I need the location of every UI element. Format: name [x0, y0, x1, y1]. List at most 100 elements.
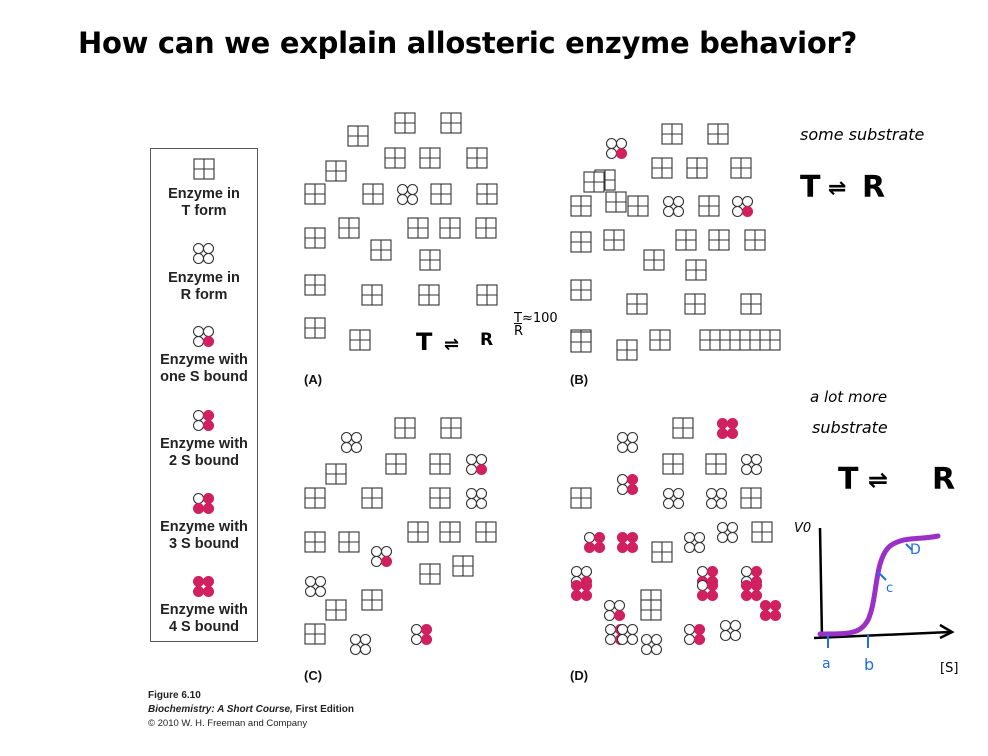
t-form-enzyme — [304, 487, 326, 509]
y-axis-label: V0 — [794, 521, 811, 536]
r-form-enzyme-2-s — [683, 623, 706, 646]
r-form-enzyme-2-s — [604, 623, 627, 646]
t-form-enzyme — [304, 623, 326, 645]
eq-mid-arrow: ⇌ — [444, 334, 460, 355]
x-axis-label: [S] — [940, 661, 958, 676]
legend-label-4: Enzyme with 3 S bound — [160, 519, 248, 552]
r-form-enzyme-0-s — [662, 195, 685, 218]
t-form-enzyme — [476, 183, 498, 205]
panel-letter-d: (D) — [570, 668, 589, 683]
r-form-three-s-icon — [193, 493, 215, 515]
panel-letter-b: (B) — [570, 372, 589, 387]
t-form-enzyme — [570, 195, 592, 217]
r-form-enzyme-0-s — [304, 575, 327, 598]
t-form-enzyme — [439, 521, 461, 543]
t-form-enzyme — [686, 157, 708, 179]
r-form-enzyme-0-s — [349, 633, 372, 656]
t-form-enzyme — [385, 453, 407, 475]
ratio-denominator: R — [514, 324, 524, 339]
legend-r-circles — [193, 326, 215, 348]
t-form-enzyme — [684, 293, 706, 315]
legend-r-circles — [193, 493, 215, 515]
r-form-enzyme-4-s — [716, 417, 739, 440]
t-form-enzyme — [429, 453, 451, 475]
t-form-enzyme — [384, 147, 406, 169]
r-form-enzyme-1-s — [570, 565, 593, 588]
t-form-enzyme — [407, 217, 429, 239]
t-form-enzyme — [672, 417, 694, 439]
r-form-enzyme-0-s — [740, 453, 763, 476]
t-form-enzyme — [583, 171, 605, 193]
r-form-enzyme-1-s — [605, 137, 628, 160]
r-form-enzyme-3-s — [696, 565, 719, 588]
t-form-enzyme — [304, 317, 326, 339]
legend-label-2: Enzyme with one S bound — [160, 352, 248, 385]
t-form-enzyme — [705, 453, 727, 475]
t-form-enzyme — [349, 329, 371, 351]
t-form-enzyme — [407, 521, 429, 543]
x-axis — [813, 630, 951, 640]
r-form-enzyme-4-s — [740, 579, 763, 602]
t-form-enzyme — [594, 169, 616, 191]
r-form-enzyme-4-s — [616, 531, 639, 554]
t-form-enzyme — [759, 329, 781, 351]
t-form-enzyme — [649, 329, 671, 351]
r-form-four-s-icon — [193, 576, 215, 598]
t-form-enzyme — [661, 123, 683, 145]
t-form-enzyme — [440, 112, 462, 134]
t-form-enzyme — [740, 293, 762, 315]
t-form-enzyme — [627, 195, 649, 217]
t-form-enzyme — [651, 157, 673, 179]
y-axis — [818, 527, 824, 639]
legend-label-1: Enzyme in R form — [168, 270, 240, 303]
r-form-enzyme-0-s — [640, 633, 663, 656]
t-form-enzyme — [744, 229, 766, 251]
t-form-enzyme — [751, 521, 773, 543]
r-form-enzyme-0-s — [662, 487, 685, 510]
r-form-enzyme-2-s — [616, 473, 639, 496]
r-form-enzyme-1-s — [731, 195, 754, 218]
eq-mid-t: T — [416, 328, 433, 356]
t-form-enzyme — [675, 229, 697, 251]
t-form-enzyme — [651, 541, 673, 563]
r-form-enzyme-0-s — [465, 487, 488, 510]
t-form-enzyme — [304, 274, 326, 296]
t-form-enzyme — [362, 183, 384, 205]
r-form-two-s-icon — [193, 410, 215, 432]
t-form-enzyme — [361, 284, 383, 306]
t-form-enzyme — [708, 229, 730, 251]
r-form-enzyme-0-s — [616, 431, 639, 454]
r-form-enzyme-4-s — [570, 579, 593, 602]
legend-r-circles — [193, 243, 215, 265]
r-form-enzyme-2-s — [740, 565, 763, 588]
point-a-label: a — [822, 656, 831, 672]
t-form-enzyme — [429, 487, 451, 509]
r-form-one-s-icon — [193, 326, 215, 348]
t-form-enzyme — [419, 563, 441, 585]
eq-bottom-arrow: ⇌ — [868, 466, 889, 494]
t-form-enzyme — [304, 227, 326, 249]
t-form-enzyme — [361, 487, 383, 509]
panel-letter-a: (A) — [304, 372, 323, 387]
r-form-enzyme-3-s — [696, 579, 719, 602]
t-form-enzyme — [570, 487, 592, 509]
t-form-enzyme — [347, 125, 369, 147]
t-form-enzyme — [475, 521, 497, 543]
t-form-enzyme — [430, 183, 452, 205]
t-form-enzyme — [699, 329, 721, 351]
r-form-enzyme-0-s — [716, 521, 739, 544]
legend-box — [150, 148, 258, 642]
t-form-enzyme — [304, 531, 326, 553]
t-form-enzyme — [662, 453, 684, 475]
t-form-enzyme — [419, 249, 441, 271]
r-form-enzyme-0-s — [396, 183, 419, 206]
note-some-substrate: some substrate — [800, 125, 925, 144]
t-form-square-icon — [193, 158, 215, 180]
sigmoid-graph: V0 [S] a b c D — [794, 521, 958, 676]
t-form-enzyme — [570, 279, 592, 301]
t-form-enzyme — [616, 339, 638, 361]
legend-r-circles — [193, 410, 215, 432]
t-form-enzyme — [707, 123, 729, 145]
t-form-enzyme — [640, 599, 662, 621]
t-form-enzyme — [419, 147, 441, 169]
